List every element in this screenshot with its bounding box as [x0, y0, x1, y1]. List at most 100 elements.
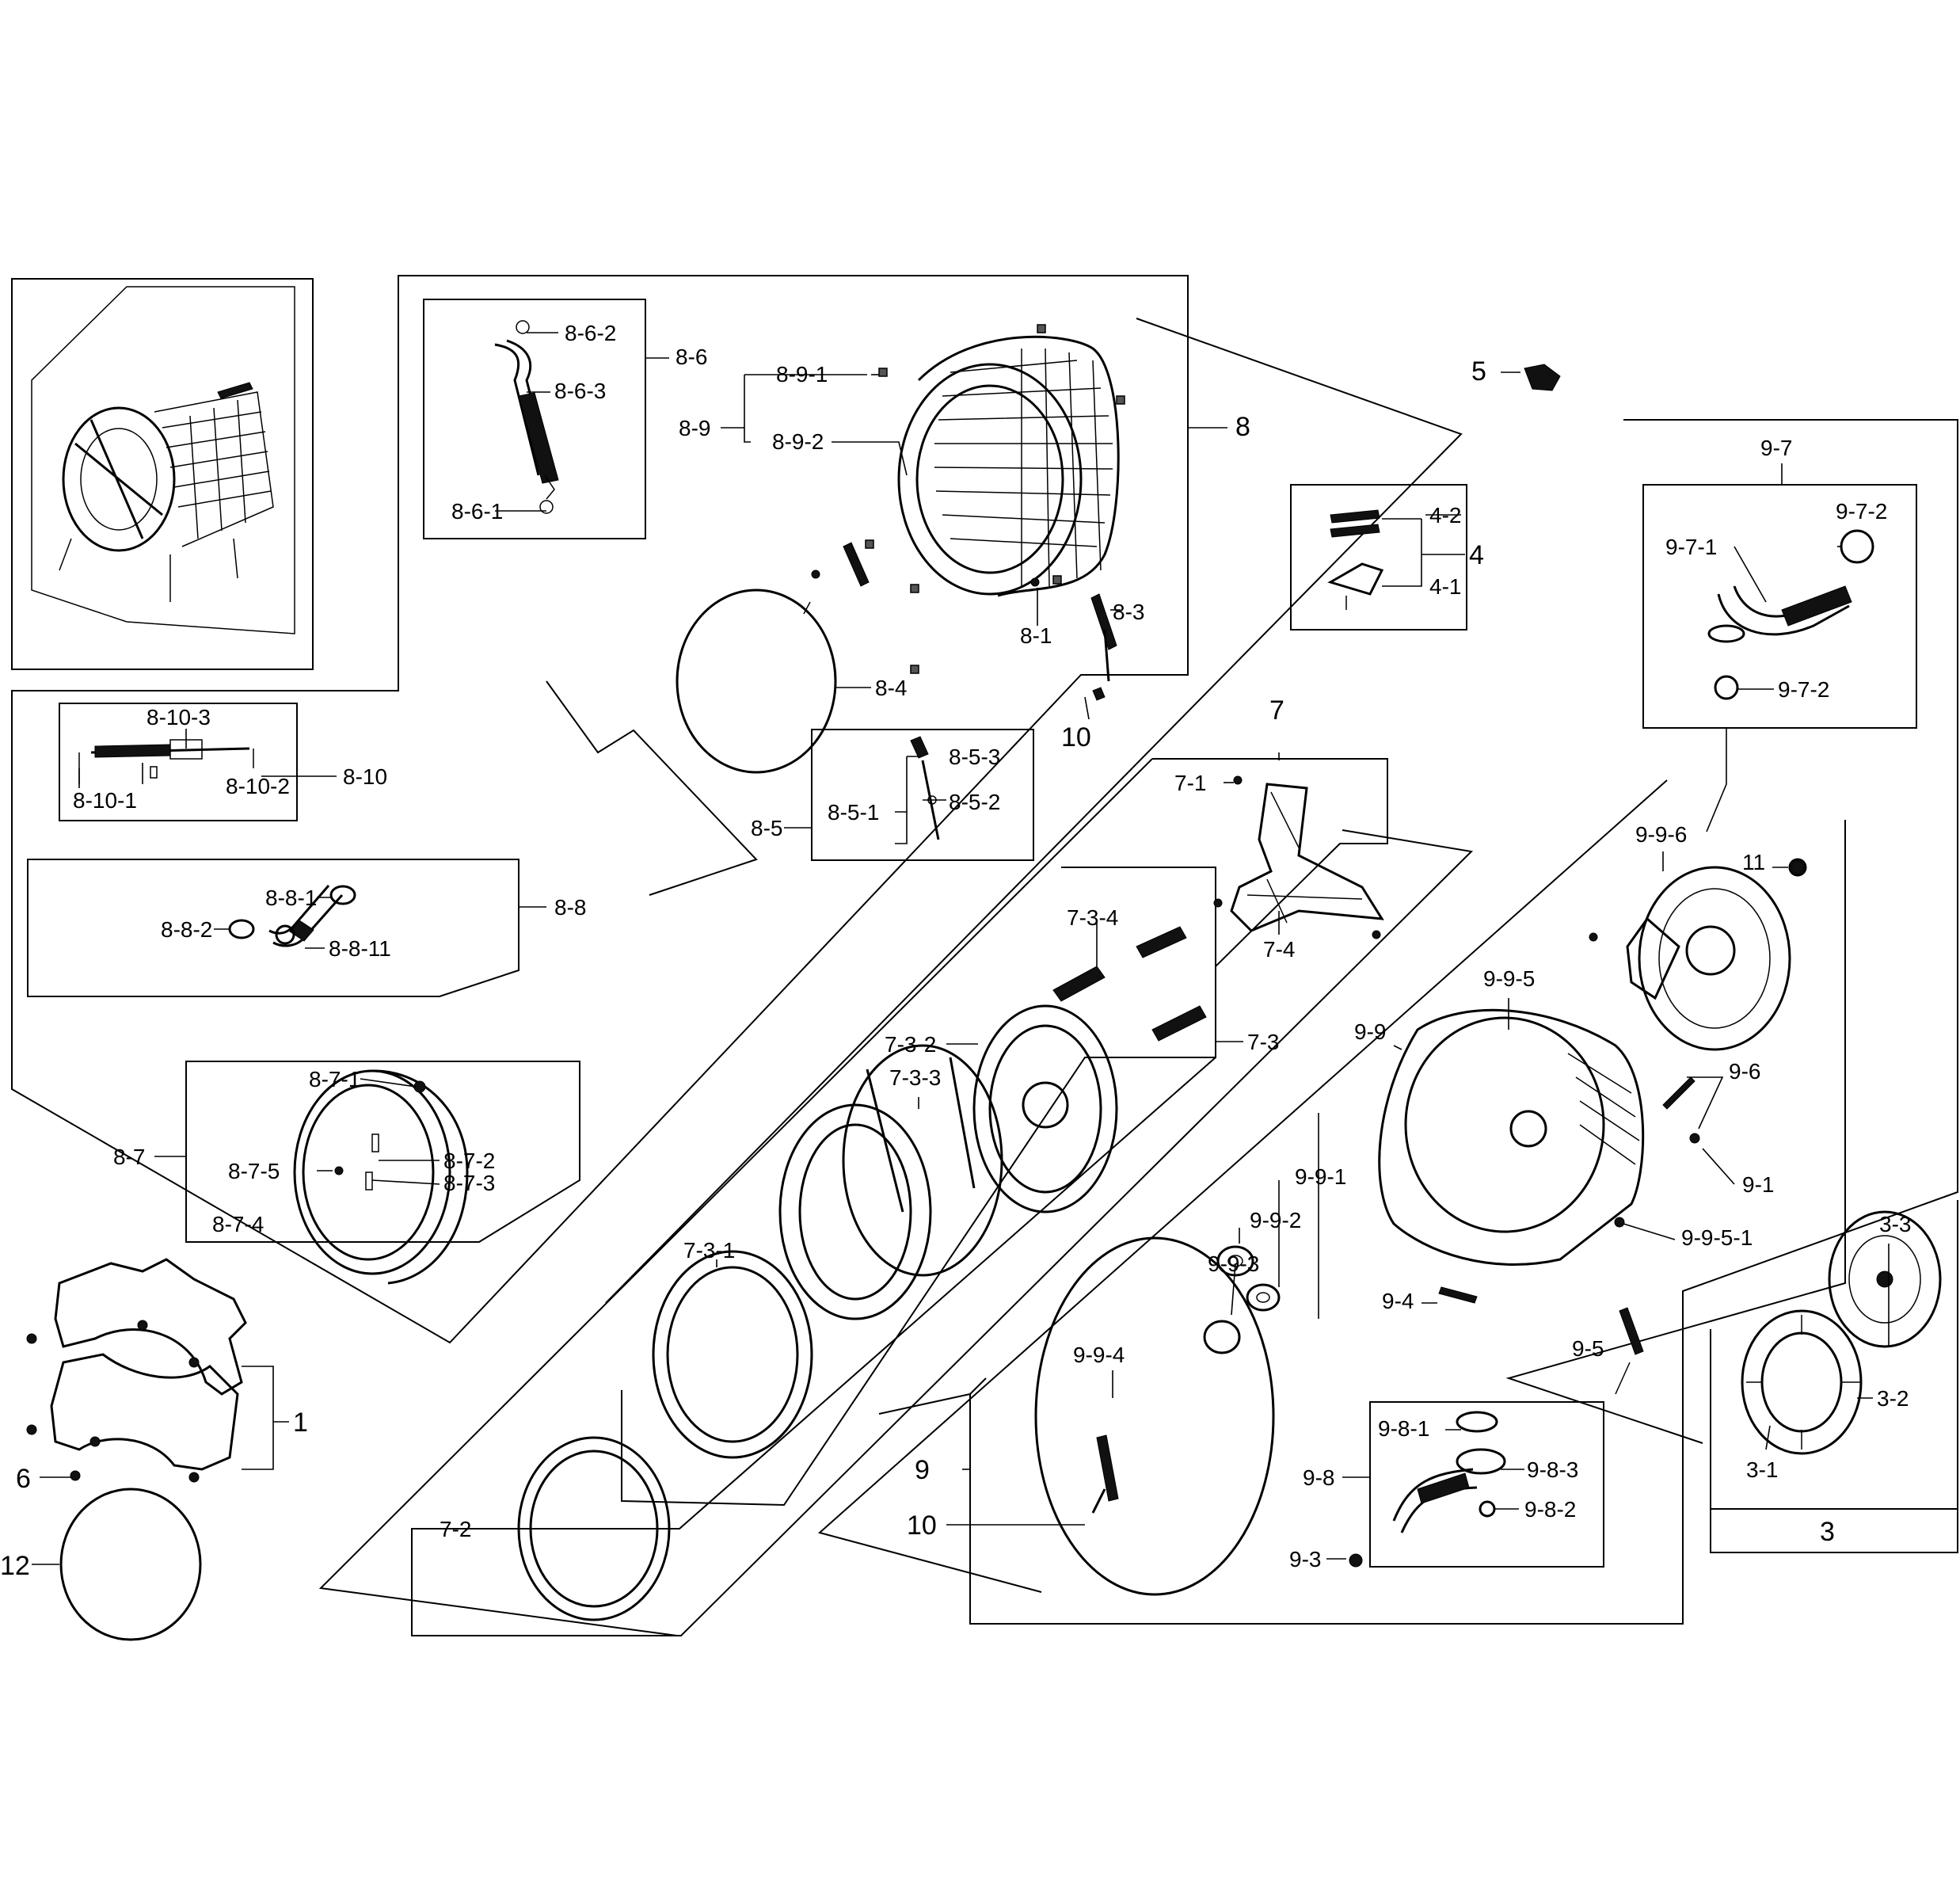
label-7-3-1: 7-3-1 — [683, 1238, 735, 1263]
box-8-8 — [27, 859, 519, 997]
label-8-9-1: 8-9-1 — [776, 362, 828, 387]
label-6: 6 — [16, 1464, 31, 1494]
label-7-2: 7-2 — [440, 1517, 471, 1541]
spider-7-4-icon — [1213, 775, 1384, 939]
label-9-3: 9-3 — [1289, 1547, 1321, 1571]
label-12: 12 — [0, 1551, 30, 1581]
box-4 — [1290, 484, 1467, 630]
label-9-9-5-1: 9-9-5-1 — [1681, 1225, 1753, 1250]
label-8-10: 8-10 — [343, 764, 387, 789]
group-9-diagonal — [817, 779, 1668, 1593]
ring-8-4-icon — [676, 589, 837, 774]
label-7-1: 7-1 — [1174, 771, 1206, 795]
ring-7-3-1-icon — [652, 1250, 813, 1459]
label-8-5-2: 8-5-2 — [949, 790, 1000, 814]
box-9-8 — [1369, 1401, 1604, 1568]
front-tub-8-9-icon — [865, 324, 1125, 674]
label-9-9-4: 9-9-4 — [1073, 1343, 1125, 1367]
label-9: 9 — [915, 1455, 930, 1485]
label-8-8: 8-8 — [554, 895, 586, 920]
group-3-frame — [1710, 1200, 1958, 1553]
ring-7-2-inner-icon — [529, 1450, 659, 1608]
label-9-9-5: 9-9-5 — [1483, 966, 1535, 991]
label-7-3: 7-3 — [1247, 1030, 1279, 1054]
label-7: 7 — [1269, 695, 1284, 726]
box-8-6 — [423, 299, 646, 539]
callout-labels: 8-6-2 8-6-3 8-6-1 8-6 8-9-1 8-9-2 8-9 8 … — [0, 321, 1911, 1581]
label-8-3: 8-3 — [1113, 600, 1144, 624]
drum-7-3-icon — [778, 926, 1207, 1320]
group-7-diagonal — [318, 758, 1153, 1636]
hose-8-6-icon — [494, 320, 559, 514]
group-7-3-frame — [621, 867, 1216, 1507]
label-9-5: 9-5 — [1572, 1336, 1604, 1361]
label-7-3-4: 7-3-4 — [1067, 905, 1118, 930]
label-4-2: 4-2 — [1429, 503, 1461, 528]
damper-8-3-icon — [803, 542, 1117, 701]
label-8: 8 — [1235, 412, 1250, 442]
label-9-1: 9-1 — [1742, 1172, 1774, 1197]
group-8-diagonal — [605, 318, 1463, 1304]
label-9-8-3: 9-8-3 — [1527, 1457, 1578, 1482]
label-9-9: 9-9 — [1354, 1019, 1386, 1044]
assembled-tub-icon — [31, 286, 295, 634]
box-9-7 — [1642, 484, 1917, 729]
label-3: 3 — [1820, 1517, 1835, 1547]
label-9-7-2-top: 9-7-2 — [1836, 499, 1887, 524]
label-8-7-5: 8-7-5 — [228, 1159, 280, 1183]
label-8-9-2: 8-9-2 — [772, 429, 824, 454]
label-9-9-1: 9-9-1 — [1295, 1164, 1346, 1189]
heater-4-icon — [1327, 509, 1384, 610]
hose-8-8-icon — [228, 885, 356, 947]
label-4-1: 4-1 — [1429, 574, 1461, 599]
label-8-6-3: 8-6-3 — [554, 379, 606, 403]
label-3-1: 3-1 — [1746, 1457, 1778, 1482]
group-frames — [11, 275, 1958, 1636]
label-8-5: 8-5 — [751, 816, 782, 840]
label-7-4: 7-4 — [1263, 937, 1295, 962]
group-7-frame — [411, 758, 1474, 1636]
box-9-9-6-frame — [1505, 820, 1846, 1444]
label-8-5-3: 8-5-3 — [949, 745, 1000, 769]
label-8-10-2: 8-10-2 — [226, 774, 290, 798]
part-drawings — [26, 286, 1942, 1641]
rear-tub-9-9-5-icon — [1378, 932, 1700, 1266]
leader-lines — [32, 332, 1890, 1565]
hose-9-7-icon — [1707, 529, 1874, 700]
label-9-6: 9-6 — [1729, 1059, 1760, 1084]
label-8-7-3: 8-7-3 — [443, 1171, 495, 1195]
label-10-bottom: 10 — [907, 1511, 937, 1541]
part-5-icon — [1524, 364, 1561, 391]
label-11: 11 — [1742, 850, 1765, 874]
label-8-7-2: 8-7-2 — [443, 1149, 495, 1173]
seals-9-9-icon — [1034, 1236, 1281, 1596]
label-9-9-3: 9-9-3 — [1208, 1251, 1259, 1276]
label-1: 1 — [293, 1408, 308, 1438]
part-11-icon — [1788, 858, 1807, 877]
label-9-8: 9-8 — [1303, 1465, 1334, 1490]
label-8-7: 8-7 — [113, 1145, 145, 1169]
label-7-3-2: 7-3-2 — [885, 1032, 936, 1057]
box-8-10 — [59, 703, 298, 821]
label-9-9-2: 9-9-2 — [1250, 1208, 1301, 1232]
label-8-1: 8-1 — [1020, 623, 1052, 648]
group-9-frame — [878, 419, 1958, 1625]
ring-12-icon — [59, 1488, 202, 1641]
label-8-8-2: 8-8-2 — [161, 917, 212, 942]
label-8-6: 8-6 — [676, 345, 707, 369]
front-ring-8-7-icon — [293, 1069, 469, 1285]
bracket-1-icon — [26, 1258, 247, 1483]
label-8-6-1: 8-6-1 — [451, 499, 503, 524]
assembly-thumbnail-frame — [11, 278, 314, 670]
label-9-7-1: 9-7-1 — [1665, 535, 1717, 559]
group-9-tick — [969, 1377, 987, 1395]
label-8-10-1: 8-10-1 — [73, 788, 137, 813]
label-9-9-6: 9-9-6 — [1635, 822, 1687, 847]
label-8-10-3: 8-10-3 — [147, 705, 211, 730]
label-9-7: 9-7 — [1760, 436, 1792, 460]
rear-cover-9-9-6-icon — [1626, 860, 1805, 1051]
label-8-8-11: 8-8-11 — [329, 936, 391, 961]
label-8-8-1: 8-8-1 — [265, 886, 317, 910]
label-8-5-1: 8-5-1 — [828, 800, 879, 825]
